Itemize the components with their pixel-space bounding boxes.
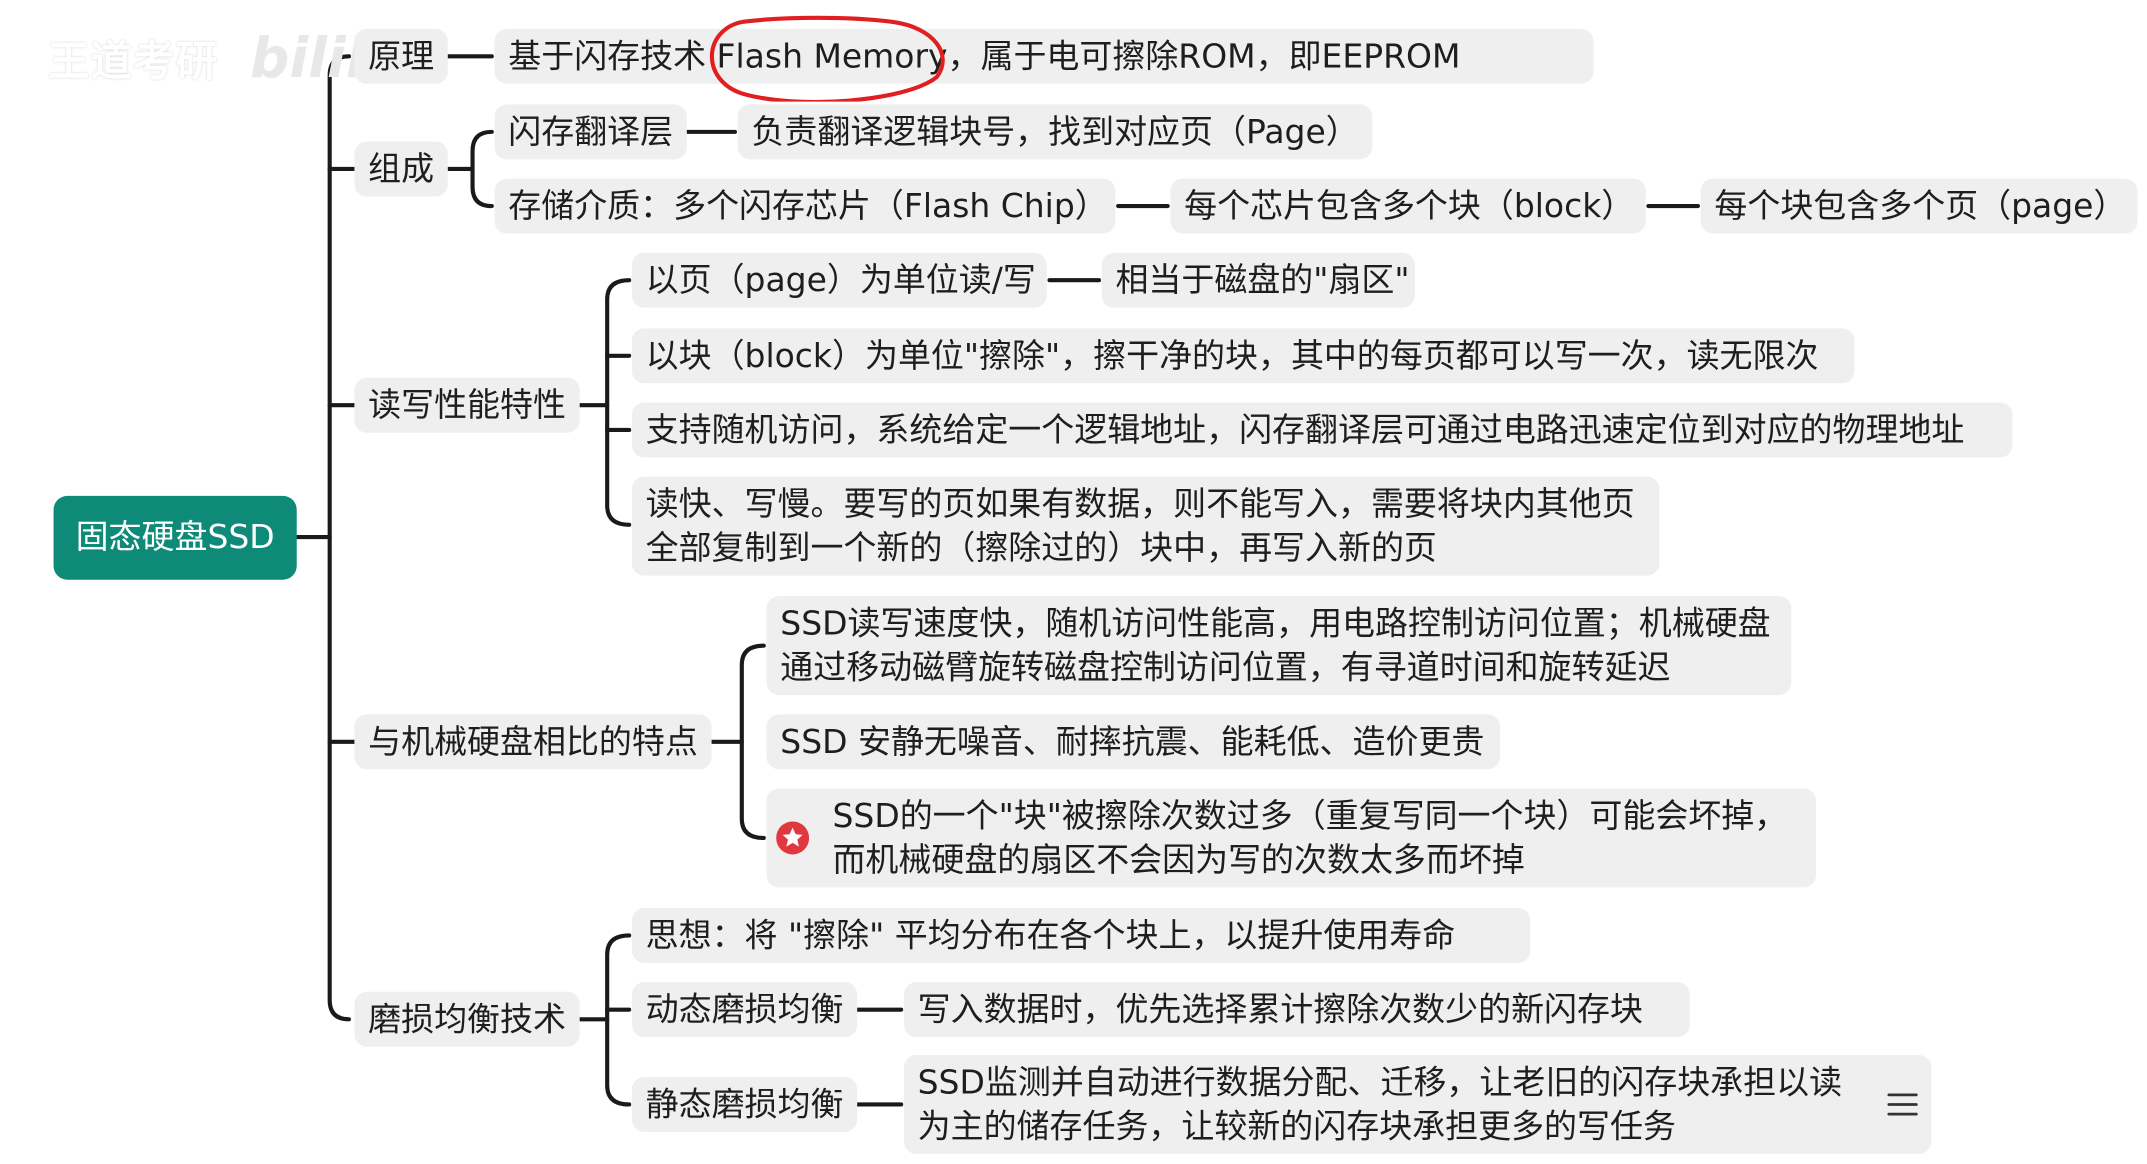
compare-wear-line1: SSD的一个"块"被擦除次数过多（重复写同一个块）可能会坏掉， bbox=[832, 796, 1788, 836]
root-node[interactable]: 固态硬盘SSD bbox=[53, 495, 297, 580]
leveling-idea[interactable]: 思想：将 "擦除" 平均分布在各个块上，以提升使用寿命 bbox=[631, 908, 1531, 963]
composition-medium[interactable]: 存储介质：多个闪存芯片（Flash Chip） bbox=[494, 178, 1116, 234]
composition-chip-detail[interactable]: 每个芯片包含多个块（block） bbox=[1170, 178, 1646, 234]
watermark-uploader: 王道考研 bbox=[48, 38, 219, 87]
composition-ftl[interactable]: 闪存翻译层 bbox=[494, 104, 687, 160]
leveling-static-line1: SSD监测并自动进行数据分配、迁移，让老旧的闪存块承担以读 bbox=[917, 1063, 1843, 1102]
rw-page-unit[interactable]: 以页（page）为单位读/写 bbox=[631, 252, 1047, 308]
star-marker-icon bbox=[776, 821, 810, 855]
compare-wear-line2: 而机械硬盘的扇区不会因为写的次数太多而坏掉 bbox=[832, 840, 1525, 880]
rw-speed[interactable]: 读快、写慢。要写的页如果有数据，则不能写入，需要将块内其他页 全部复制到一个新的… bbox=[631, 476, 1660, 576]
principle-detail[interactable]: 基于闪存技术 Flash Memory，属于电可擦除ROM，即EEPROM bbox=[494, 28, 1594, 84]
branch-leveling[interactable]: 磨损均衡技术 bbox=[354, 991, 580, 1047]
rw-random-access[interactable]: 支持随机访问，系统给定一个逻辑地址，闪存翻译层可通过电路迅速定位到对应的物理地址 bbox=[631, 402, 2013, 458]
leveling-dynamic-detail[interactable]: 写入数据时，优先选择累计擦除次数少的新闪存块 bbox=[903, 982, 1690, 1038]
compare-speed-line2: 通过移动磁臂旋转磁盘控制访问位置，有寻道时间和旋转延迟 bbox=[780, 648, 1671, 687]
rw-page-note[interactable]: 相当于磁盘的"扇区" bbox=[1101, 252, 1415, 308]
branch-compare[interactable]: 与机械硬盘相比的特点 bbox=[354, 714, 712, 770]
compare-speed[interactable]: SSD读写速度快，随机访问性能高，用电路控制访问位置；机械硬盘 通过移动磁臂旋转… bbox=[766, 596, 1792, 696]
branch-rw[interactable]: 读写性能特性 bbox=[354, 377, 580, 433]
compare-quiet[interactable]: SSD 安静无噪音、耐摔抗震、能耗低、造价更贵 bbox=[766, 714, 1501, 770]
composition-block-detail[interactable]: 每个块包含多个页（page） bbox=[1700, 178, 2138, 234]
branch-principle[interactable]: 原理 bbox=[354, 28, 448, 84]
rw-block-unit[interactable]: 以块（block）为单位"擦除"，擦干净的块，其中的每页都可以写一次，读无限次 bbox=[631, 328, 1855, 384]
compare-speed-line1: SSD读写速度快，随机访问性能高，用电路控制访问位置；机械硬盘 bbox=[780, 604, 1771, 643]
leveling-static-detail[interactable]: SSD监测并自动进行数据分配、迁移，让老旧的闪存块承担以读 为主的储存任务，让较… bbox=[903, 1055, 1932, 1154]
note-lines-icon[interactable] bbox=[1887, 1093, 1918, 1116]
branch-composition[interactable]: 组成 bbox=[354, 141, 448, 197]
leveling-static[interactable]: 静态磨损均衡 bbox=[631, 1076, 858, 1132]
rw-speed-line2: 全部复制到一个新的（擦除过的）块中，再写入新的页 bbox=[645, 528, 1437, 568]
compare-wear[interactable]: SSD的一个"块"被擦除次数过多（重复写同一个块）可能会坏掉， 而机械硬盘的扇区… bbox=[766, 788, 1817, 888]
leveling-dynamic[interactable]: 动态磨损均衡 bbox=[631, 982, 858, 1038]
leveling-static-line2: 为主的储存任务，让较新的闪存块承担更多的写任务 bbox=[917, 1107, 1676, 1146]
red-annotation-circle bbox=[709, 15, 945, 102]
rw-speed-line1: 读快、写慢。要写的页如果有数据，则不能写入，需要将块内其他页 bbox=[645, 484, 1635, 524]
composition-ftl-detail[interactable]: 负责翻译逻辑块号，找到对应页（Page） bbox=[737, 104, 1373, 160]
